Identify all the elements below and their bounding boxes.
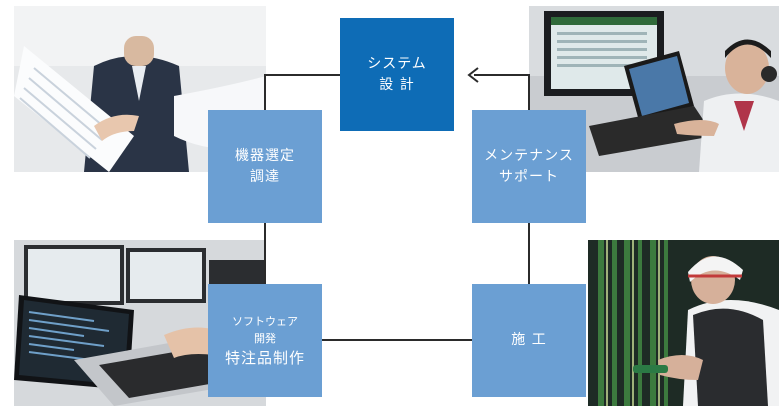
connector-left-top-h: [264, 74, 341, 76]
step-maintenance-support: メンテナンス サポート: [472, 110, 586, 223]
step-equipment-procurement: 機器選定 調達: [208, 110, 322, 223]
arrow-left-icon: [467, 67, 479, 83]
connector-left-top: [264, 74, 266, 110]
connector-right-top: [528, 74, 530, 110]
photo-construction-worker: [588, 240, 779, 406]
step-equipment-line2: 調達: [250, 168, 280, 185]
step-maintenance-line1: メンテナンス: [484, 147, 574, 164]
step-special-products: 特注品制作: [224, 348, 305, 367]
step-software-development: ソフトウェア 開発 特注品制作: [208, 284, 322, 397]
connector-right-vertical: [528, 222, 530, 284]
connector-right-top-h: [474, 74, 530, 76]
step-system-design-line1: システム: [367, 55, 427, 72]
step-construction-label: 施 工: [511, 332, 547, 348]
photo-business-meeting: [14, 6, 266, 172]
step-system-design-line2: 設 計: [379, 76, 415, 93]
connector-left-vertical: [264, 222, 266, 284]
step-software-line2: 開発: [254, 331, 276, 345]
step-software-line1: ソフトウェア: [232, 314, 298, 328]
photo-monitor-operator: [529, 6, 779, 172]
connector-bottom-horizontal: [322, 339, 472, 341]
step-maintenance-line2: サポート: [499, 168, 559, 185]
step-equipment-line1: 機器選定: [235, 147, 295, 164]
step-system-design: システム 設 計: [340, 18, 454, 131]
step-construction: 施 工: [472, 284, 586, 397]
